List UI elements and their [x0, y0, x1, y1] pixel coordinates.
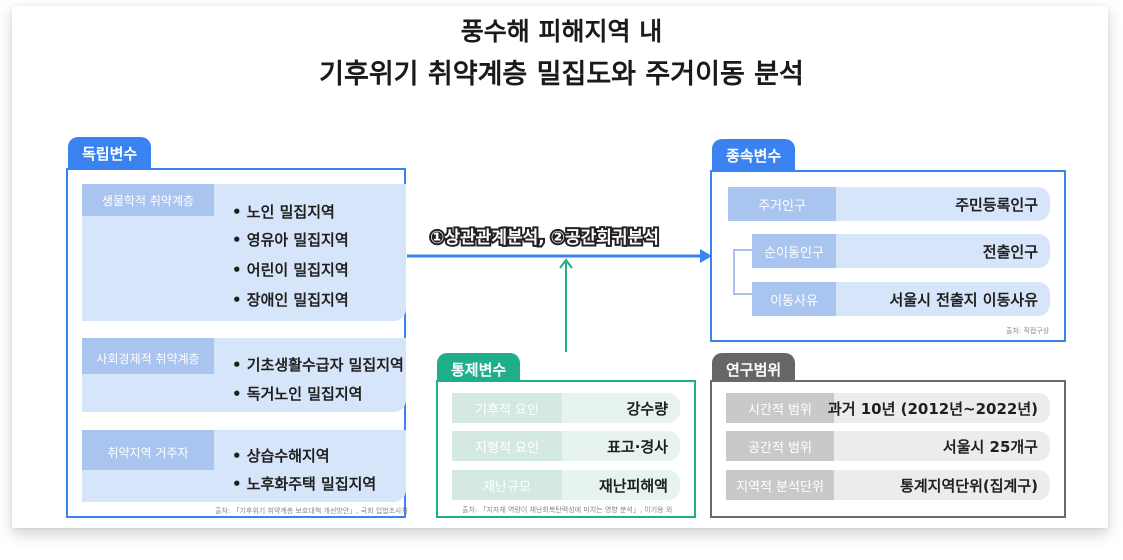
- main-arrow-head: [700, 249, 712, 263]
- list-item: • 노후화주택 밀집지역: [232, 475, 377, 493]
- scope-row-1-value: 과거 10년 (2012년~2022년): [827, 399, 1038, 418]
- group-socioeconomic-label-bg: [82, 338, 214, 374]
- dependent-row-2-key: 순이동인구: [752, 234, 836, 268]
- dependent-source: 출처: 직접구상: [1006, 327, 1050, 335]
- control-source: 출처: 「지자체 역량이 재난회복탄력성에 미치는 영향 분석」, 이기용 외: [462, 506, 673, 514]
- control-row-3: 재난규모 재난피해액: [452, 470, 680, 500]
- list-item: • 상습수해지역: [232, 447, 330, 465]
- control-row-2-key: 지형적 요인: [452, 431, 562, 461]
- independent-variables-tab: 독립변수: [68, 137, 152, 169]
- control-row-3-key: 재난규모: [452, 470, 562, 500]
- list-item: • 영유아 밀집지역: [232, 231, 349, 249]
- group-vulnerable-area-label-bg: [82, 430, 214, 470]
- scope-row-2-value: 서울시 25개구: [942, 437, 1038, 456]
- control-variables-tab: 통제변수: [437, 353, 521, 385]
- research-scope-tab: 연구범위: [712, 353, 796, 385]
- independent-source: 출처: 「기후위기 취약계층 보호대책 개선방안」, 국회 입법조사처: [215, 507, 408, 515]
- group-biological-label-bg: [82, 184, 214, 216]
- list-item: • 노인 밀집지역: [232, 203, 335, 221]
- control-arrow-head: [559, 258, 573, 269]
- control-row-1-key: 기후적 요인: [452, 393, 562, 423]
- scope-row-1-key: 시간적 범위: [726, 393, 834, 423]
- dependent-row-3-key: 이동사유: [752, 282, 836, 316]
- scope-row-3-value: 통계지역단위(집계구): [900, 476, 1038, 495]
- control-row-1-value: 강수량: [626, 399, 668, 418]
- dependent-row-2-value: 전출인구: [982, 242, 1038, 261]
- list-item: • 기초생활수급자 밀집지역: [232, 356, 404, 374]
- group-biological-label: 생물학적 취약계층: [101, 194, 195, 208]
- group-vulnerable-area-label: 취약지역 거주자: [107, 446, 189, 460]
- scope-row-2: 공간적 범위 서울시 25개구: [726, 431, 1050, 461]
- analysis-method-label: ①상관관계분석, ②공간회귀분석: [428, 226, 661, 250]
- dependent-row-1-value: 주민등록인구: [955, 195, 1038, 214]
- dependent-variables-tab: 종속변수: [712, 139, 796, 171]
- control-row-2: 지형적 요인 표고·경사: [452, 431, 680, 461]
- control-row-1: 기후적 요인 강수량: [452, 393, 680, 423]
- list-item: • 독거노인 밀집지역: [232, 385, 363, 403]
- dependent-row-3: 이동사유 서울시 전출지 이동사유: [752, 282, 1050, 316]
- control-row-2-value: 표고·경사: [607, 437, 668, 456]
- control-row-3-value: 재난피해액: [598, 476, 668, 495]
- group-socioeconomic-label: 사회경제적 취약계층: [96, 352, 200, 366]
- title-line-2: 기후위기 취약계층 밀집도와 주거이동 분석: [319, 59, 804, 90]
- scope-row-1: 시간적 범위 과거 10년 (2012년~2022년): [726, 393, 1050, 423]
- scope-row-2-key: 공간적 범위: [726, 431, 834, 461]
- list-item: • 어린이 밀집지역: [232, 261, 349, 279]
- title-line-1: 풍수해 피해지역 내: [460, 17, 663, 46]
- scope-row-3-key: 지역적 분석단위: [726, 470, 834, 500]
- scope-row-3: 지역적 분석단위 통계지역단위(집계구): [726, 470, 1050, 500]
- dependent-row-2: 순이동인구 전출인구: [752, 234, 1050, 268]
- dependent-row-3-value: 서울시 전출지 이동사유: [889, 290, 1038, 309]
- dependent-row-1: 주거인구 주민등록인구: [728, 187, 1050, 221]
- dependent-bracket: [733, 249, 754, 295]
- list-item: • 장애인 밀집지역: [232, 291, 349, 309]
- dependent-row-1-key: 주거인구: [728, 187, 836, 221]
